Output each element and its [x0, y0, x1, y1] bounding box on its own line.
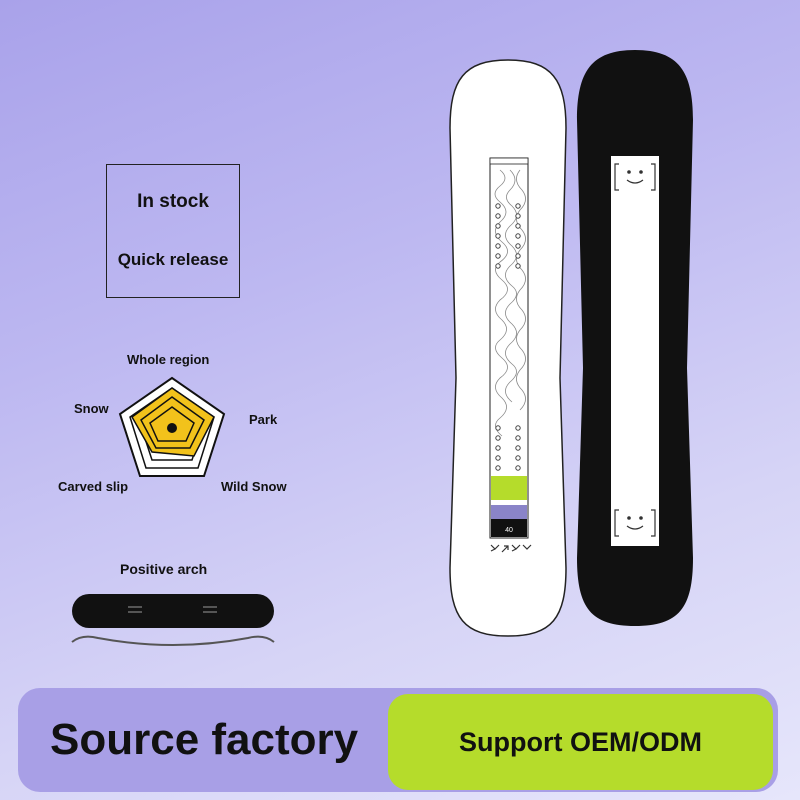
terrain-radar-icon: [118, 376, 226, 477]
radar-label-wild-snow: Wild Snow: [221, 479, 287, 494]
board-size-label: 40: [505, 527, 513, 534]
positive-arch-label: Positive arch: [120, 561, 208, 577]
radar-label-whole-region: Whole region: [127, 352, 210, 367]
in-stock-label: In stock: [137, 191, 209, 212]
oem-pill-text: Support OEM/ODM: [459, 726, 702, 757]
stock-info-box: In stock Quick release: [106, 164, 240, 298]
radar-label-carved-slip: Carved slip: [58, 479, 129, 494]
white-snowboard-top: 40: [449, 59, 567, 637]
smiley-face-icon: [614, 163, 656, 191]
banner-title: Source factory: [50, 715, 359, 764]
radar-label-park: Park: [249, 412, 278, 427]
quick-release-label: Quick release: [117, 250, 229, 269]
smiley-face-icon-tail: [614, 509, 656, 537]
black-snowboard-base: [577, 50, 693, 626]
camber-profile-icon: [71, 594, 275, 646]
oem-pill: [388, 694, 773, 790]
radar-label-snow: Snow: [74, 401, 109, 416]
